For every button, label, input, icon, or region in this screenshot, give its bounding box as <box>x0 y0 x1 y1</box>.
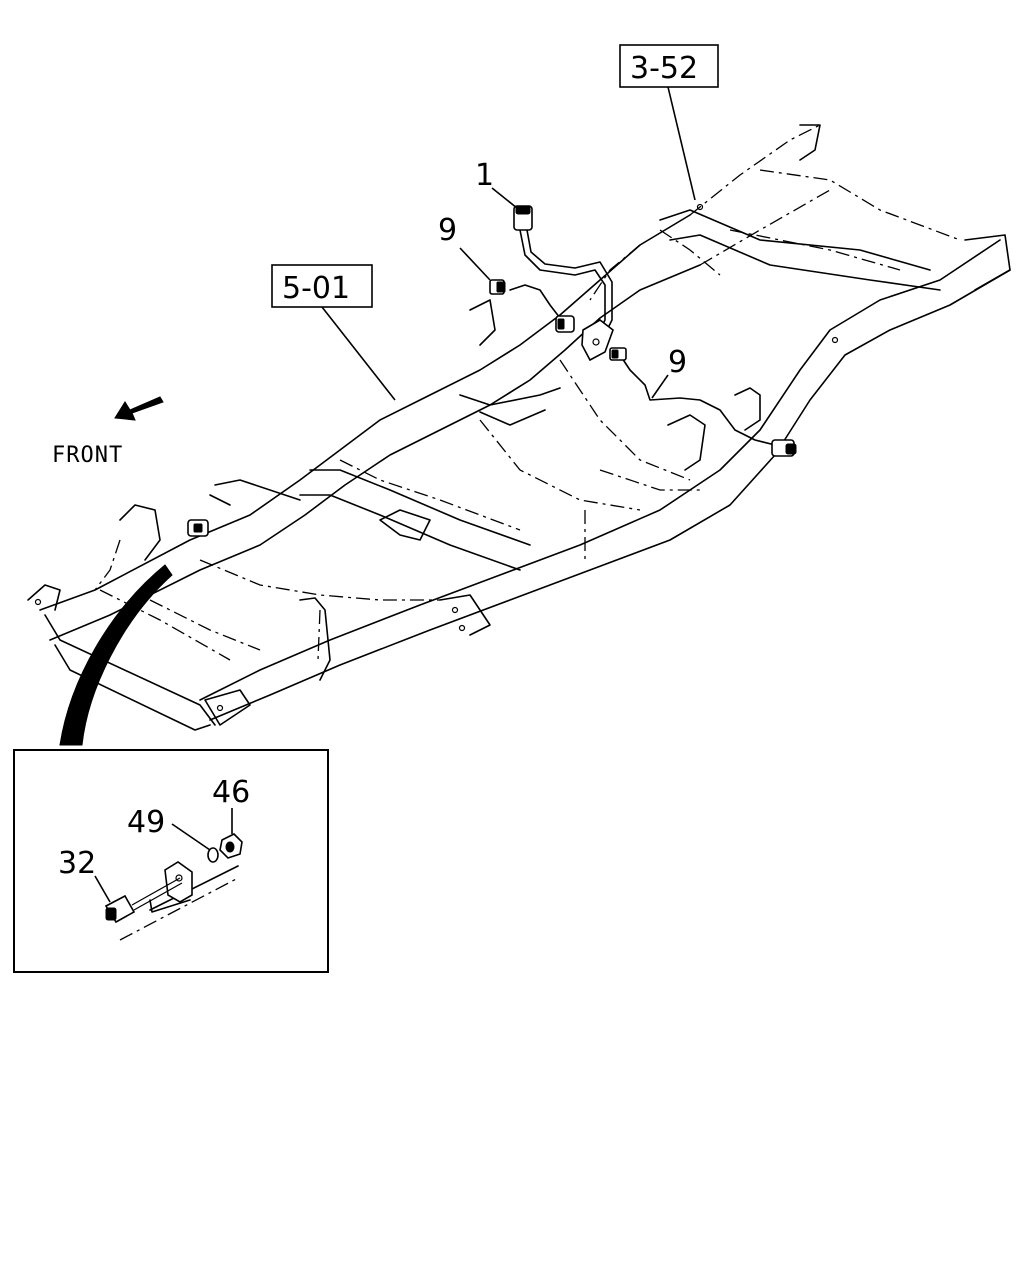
callout-hose-leader <box>491 187 518 209</box>
left-pipe-flare-nut <box>489 279 506 295</box>
callout-clip-right: 9 <box>668 345 687 380</box>
chassis-frame <box>27 124 1011 731</box>
body-ref-leader <box>667 86 696 201</box>
right-pipe-flare-nut-upper <box>609 347 627 361</box>
callout-washer: 49 <box>127 805 165 840</box>
callout-clip-left: 9 <box>438 213 457 248</box>
nut-part <box>219 833 243 859</box>
washer-part <box>207 847 219 863</box>
hose-center-fitting <box>555 315 575 333</box>
hidden-frame-lines <box>94 124 961 661</box>
callout-clip-left-leader <box>459 247 491 281</box>
callout-washer-leader <box>171 823 211 851</box>
hose-end-fitting <box>513 205 533 231</box>
front-pipe-fitting <box>187 519 209 537</box>
reference-label-body: 3-52 <box>630 51 698 86</box>
callout-bolt-leader <box>94 875 111 903</box>
front-direction-label: FRONT <box>52 443 123 468</box>
callout-clip-right-leader <box>651 374 669 399</box>
front-direction-arrow-icon <box>114 396 164 421</box>
detail-view-leader-band <box>59 564 173 746</box>
reference-box-body: 3-52 <box>619 44 719 88</box>
callout-bolt: 32 <box>58 846 96 881</box>
brake-hose-assembly <box>187 205 797 537</box>
junction-block <box>581 319 614 362</box>
frame-ref-leader <box>321 306 396 401</box>
right-pipe-flare-nut-lower <box>771 439 797 457</box>
bolt-part <box>104 877 183 924</box>
callout-nut: 46 <box>212 775 250 810</box>
detail-inset: 32 49 46 <box>13 749 329 973</box>
callout-hose: 1 <box>475 158 494 193</box>
mounting-bracket <box>164 861 193 903</box>
reference-label-frame: 5-01 <box>282 271 350 306</box>
reference-box-frame: 5-01 <box>271 264 373 308</box>
